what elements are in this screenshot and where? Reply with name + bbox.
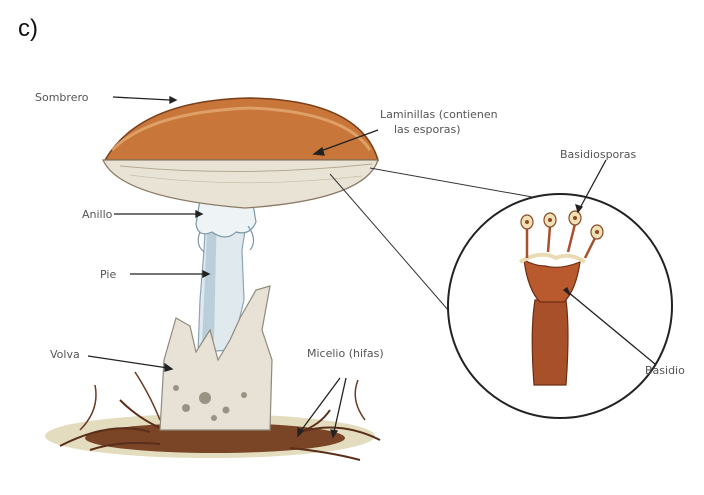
label-laminillas-line1: Laminillas (contienen <box>380 108 498 121</box>
label-micelio: Micelio (hifas) <box>307 347 384 360</box>
label-volva: Volva <box>50 348 80 361</box>
label-sombrero: Sombrero <box>35 91 89 104</box>
label-basidio: Basidio <box>645 364 685 377</box>
magnified-basidium <box>448 194 672 418</box>
label-laminillas-line2: las esporas) <box>394 123 461 136</box>
label-anillo: Anillo <box>82 208 113 221</box>
label-basidiosporas: Basidiosporas <box>560 148 637 161</box>
cap <box>103 98 378 208</box>
part-letter: c) <box>18 15 38 42</box>
label-pie: Pie <box>100 268 116 281</box>
